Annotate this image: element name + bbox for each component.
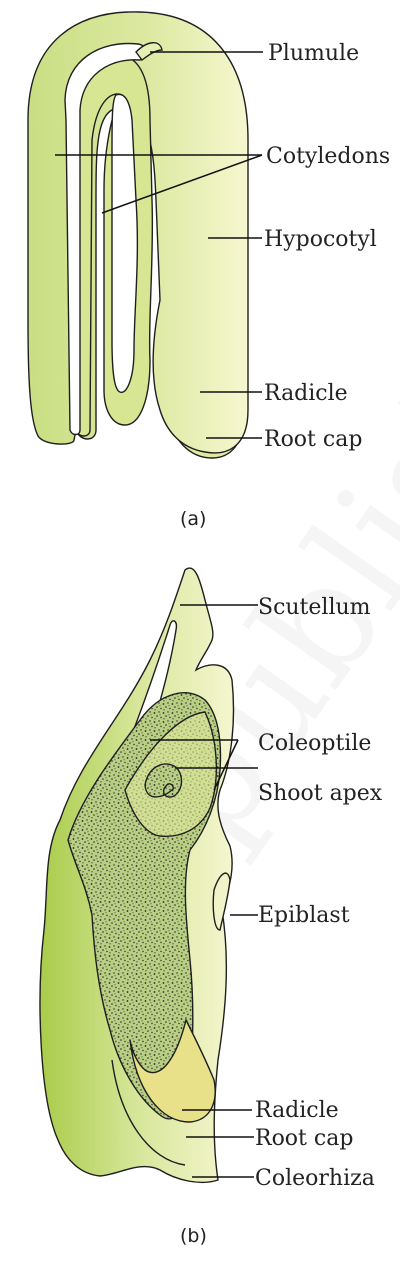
label-shoot-apex: Shoot apex	[258, 781, 383, 806]
shoot-apex-b	[144, 763, 183, 798]
label-root-cap-b: Root cap	[255, 1126, 353, 1151]
label-root-cap-a: Root cap	[264, 427, 362, 452]
label-epiblast: Epiblast	[258, 903, 350, 928]
label-scutellum: Scutellum	[258, 595, 371, 620]
figure-a: Plumule Cotyledons Hypocotyl Radicle Roo…	[27, 11, 390, 530]
label-coleorhiza: Coleorhiza	[255, 1166, 375, 1191]
label-coleoptile: Coleoptile	[258, 731, 371, 756]
figure-b: Scutellum Coleoptile Shoot apex Epiblast…	[39, 567, 383, 1247]
seed-cleft-a	[64, 42, 148, 436]
epiblast-b	[212, 872, 231, 931]
plumule-shape	[135, 42, 163, 61]
radicle-b	[129, 1017, 216, 1123]
label-plumule: Plumule	[268, 41, 359, 66]
label-radicle-b: Radicle	[255, 1098, 339, 1123]
caption-b: (b)	[180, 1225, 207, 1247]
label-hypocotyl: Hypocotyl	[264, 227, 377, 252]
seed-cleft-inner-a	[111, 93, 139, 393]
label-radicle-a: Radicle	[264, 381, 348, 406]
coleorhiza-b	[111, 1059, 186, 1166]
label-cotyledons: Cotyledons	[266, 144, 390, 169]
caption-a: (a)	[180, 508, 206, 530]
